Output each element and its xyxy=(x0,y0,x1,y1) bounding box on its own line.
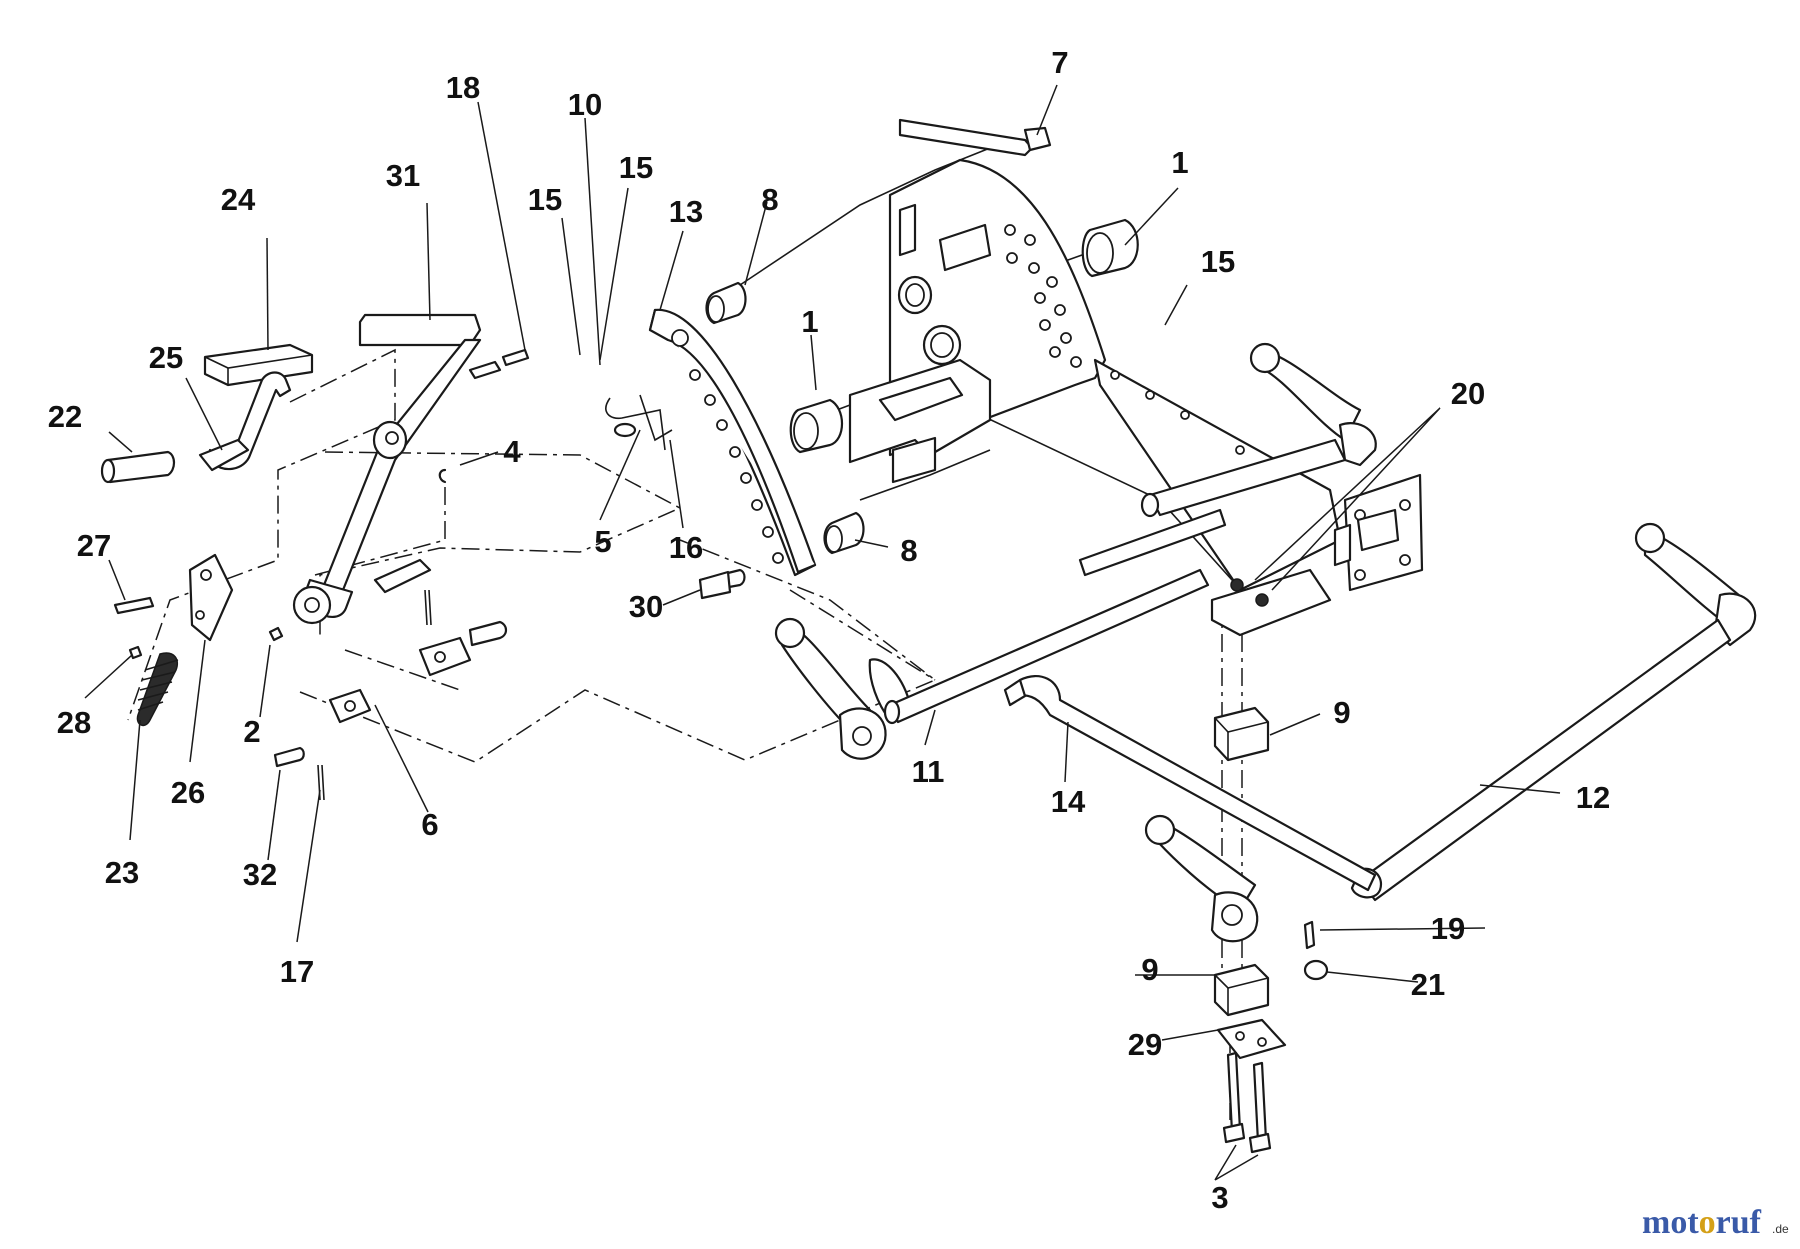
bushings xyxy=(698,118,1139,600)
lower-shaft xyxy=(1144,522,1757,943)
callout-1-upper: 1 xyxy=(1171,145,1188,180)
small-hardware xyxy=(268,348,530,801)
watermark-text: motoruf xyxy=(1642,1204,1762,1241)
callout-29: 29 xyxy=(1128,1027,1162,1062)
callout-23: 23 xyxy=(105,855,139,890)
arm-holes xyxy=(1110,370,1245,455)
callout-7: 7 xyxy=(1051,45,1068,80)
callout-19: 19 xyxy=(1431,911,1465,946)
connecting-rod xyxy=(1003,675,1377,892)
callout-11: 11 xyxy=(912,754,945,789)
callout-6: 6 xyxy=(421,807,438,842)
callout-12: 12 xyxy=(1576,780,1610,815)
clamp-hardware xyxy=(1213,706,1329,1154)
callout-16: 16 xyxy=(669,530,703,565)
handle-lever xyxy=(100,371,292,484)
clip-parts xyxy=(605,394,673,451)
callout-3: 3 xyxy=(1211,1180,1228,1215)
callout-4: 4 xyxy=(503,434,521,469)
svg-text:motoruf: motoruf xyxy=(1642,1204,1762,1241)
quadrant-plate xyxy=(648,308,817,594)
watermark-suffix: .de xyxy=(1772,1222,1789,1236)
callout-14: 14 xyxy=(1051,784,1086,819)
callout-9-upper: 9 xyxy=(1333,695,1350,730)
callout-8-upper: 8 xyxy=(761,182,778,217)
callout-17: 17 xyxy=(280,954,314,989)
upper-shaft xyxy=(1078,342,1377,577)
watermark-logo: motoruf .de xyxy=(1642,1204,1789,1241)
callout-2: 2 xyxy=(243,714,260,749)
callout-24: 24 xyxy=(221,182,256,217)
pedal-pad xyxy=(203,343,314,387)
callout-25: 25 xyxy=(149,340,183,375)
assembly-dash-lines xyxy=(127,348,1243,1120)
callout-26: 26 xyxy=(171,775,205,810)
callout-31: 31 xyxy=(386,158,420,193)
callout-1-lower: 1 xyxy=(801,304,818,339)
callout-32: 32 xyxy=(243,857,277,892)
callout-20: 20 xyxy=(1451,376,1485,411)
callout-labels: 1 1 2 3 4 5 6 7 8 8 9 9 10 11 12 13 14 1… xyxy=(48,45,1610,1215)
lever-bracket xyxy=(113,553,234,727)
pedal-arm xyxy=(292,313,482,625)
callout-8-lower: 8 xyxy=(900,533,917,568)
callout-9-lower: 9 xyxy=(1141,952,1158,987)
callout-13: 13 xyxy=(669,194,703,229)
leader-lines xyxy=(84,84,1561,1181)
callout-22: 22 xyxy=(48,399,82,434)
callout-15-b: 15 xyxy=(619,150,653,185)
callout-30: 30 xyxy=(629,589,663,624)
callout-10: 10 xyxy=(568,87,602,122)
callout-28: 28 xyxy=(57,705,91,740)
frame-holes xyxy=(1004,224,1082,368)
crank-arm xyxy=(774,568,1210,760)
callout-18: 18 xyxy=(446,70,480,105)
callout-5: 5 xyxy=(594,524,611,559)
callout-27: 27 xyxy=(77,528,111,563)
callout-15-a: 15 xyxy=(528,182,562,217)
callout-21: 21 xyxy=(1411,967,1445,1002)
quadrant-holes xyxy=(689,369,784,564)
callout-15-c: 15 xyxy=(1201,244,1235,279)
